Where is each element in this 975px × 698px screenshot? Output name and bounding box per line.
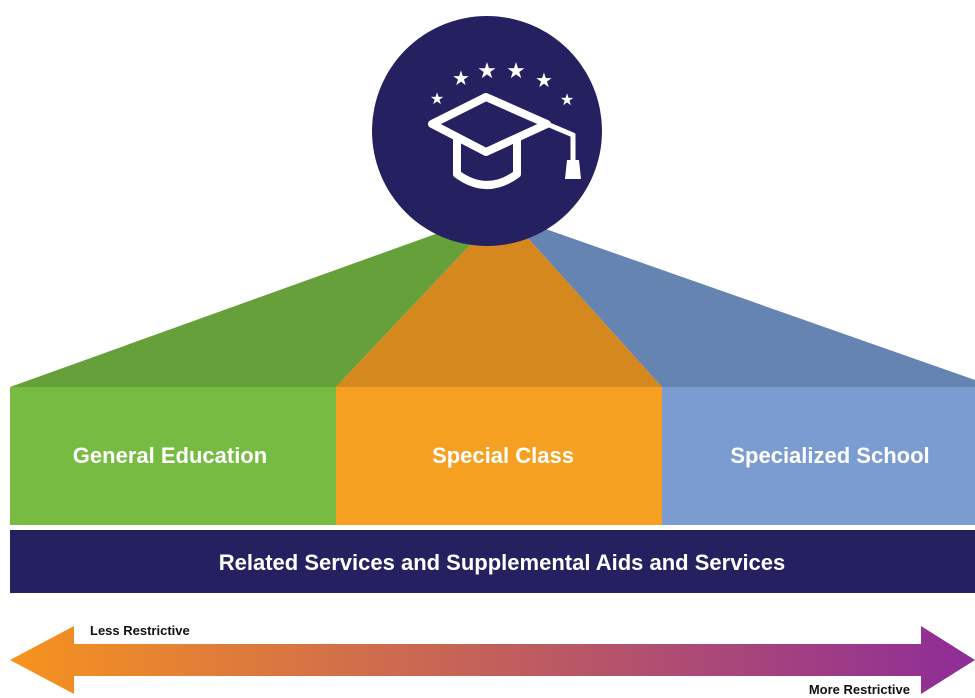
placement-boxes: General Education Special Class Speciali… bbox=[10, 387, 975, 525]
support-band-label: Related Services and Supplemental Aids a… bbox=[219, 550, 786, 575]
placement-label-special-class: Special Class bbox=[432, 443, 574, 468]
placement-label-general-education: General Education bbox=[73, 443, 267, 468]
roof bbox=[10, 227, 975, 387]
less-restrictive-label: Less Restrictive bbox=[90, 623, 190, 638]
svg-text:★: ★ bbox=[560, 90, 574, 109]
tassel-icon bbox=[565, 160, 581, 179]
svg-text:★: ★ bbox=[477, 59, 497, 84]
placement-box-specialized-school bbox=[662, 387, 975, 525]
svg-text:★: ★ bbox=[430, 89, 444, 108]
top-circle bbox=[372, 16, 602, 246]
roof-section-special-class bbox=[336, 227, 662, 387]
roof-section-general-education bbox=[10, 227, 487, 387]
support-band bbox=[10, 530, 975, 593]
placement-label-specialized-school: Specialized School bbox=[730, 443, 929, 468]
svg-text:★: ★ bbox=[535, 68, 553, 92]
svg-text:★: ★ bbox=[506, 59, 526, 84]
double-headed-arrow-icon bbox=[10, 626, 975, 694]
graduation-cap-with-stars-icon bbox=[428, 93, 576, 189]
placement-box-general-education bbox=[10, 387, 336, 525]
more-restrictive-label: More Restrictive bbox=[809, 682, 910, 697]
svg-text:★: ★ bbox=[452, 66, 470, 90]
restrictiveness-arrow bbox=[10, 626, 975, 694]
placement-box-special-class bbox=[336, 387, 662, 525]
stars-icon: ★ ★ ★ ★ ★ ★ bbox=[430, 59, 574, 109]
roof-section-specialized-school bbox=[518, 227, 975, 387]
